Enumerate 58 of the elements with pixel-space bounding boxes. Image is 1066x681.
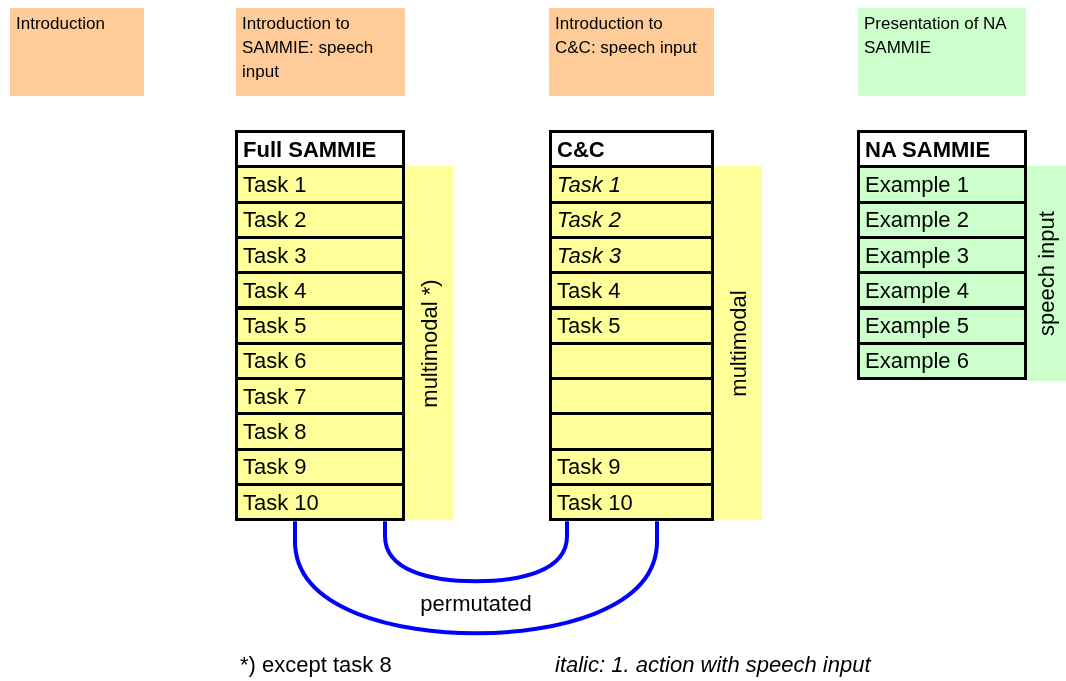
side-band: [714, 166, 762, 520]
intro-box: [549, 8, 714, 96]
cell-text: Task 8: [243, 418, 307, 447]
task-cell: [549, 271, 714, 310]
cell-text: Task 6: [243, 347, 307, 376]
cell-text: Example 3: [865, 241, 969, 270]
note-text: *) except task 8: [240, 652, 392, 678]
example-cell: [857, 306, 1027, 345]
example-cell: [857, 271, 1027, 310]
cell-text: Task 9: [243, 453, 307, 482]
cell-text: Task 5: [243, 312, 307, 341]
cell-text: C&C: [557, 135, 605, 164]
cell-text: Example 5: [865, 312, 969, 341]
task-cell: [235, 306, 405, 345]
note-text: italic: 1. action with speech input: [555, 652, 871, 678]
cell-text: Task 3: [557, 241, 621, 270]
band-label: speech input: [1033, 211, 1060, 336]
cell-text: NA SAMMIE: [865, 135, 991, 164]
intro-text: Presentation of NA SAMMIE: [864, 14, 1006, 57]
cell-text: Task 9: [557, 453, 621, 482]
example-cell: [857, 165, 1027, 204]
band-label: multimodal *): [415, 278, 443, 408]
column-header: [857, 130, 1027, 168]
column-header: [235, 130, 405, 168]
intro-text: Introduction: [16, 14, 105, 33]
column-header: [549, 130, 714, 168]
task-cell: [549, 483, 714, 522]
u-shaped-connector: [293, 519, 659, 636]
cell-text: Task 10: [557, 488, 633, 517]
cell-text: Task 10: [243, 488, 319, 517]
intro-box: [10, 8, 144, 96]
intro-text: Introduction to SAMMIE: speech input: [242, 14, 374, 81]
cell-text: Task 2: [557, 206, 621, 235]
intro-box: [858, 8, 1026, 96]
cell-text: Task 4: [557, 276, 621, 305]
cell-text: Example 1: [865, 170, 969, 199]
cell-text: Task 2: [243, 206, 307, 235]
cell-text: Example 4: [865, 276, 969, 305]
cell-text: Example 6: [865, 347, 969, 376]
task-cell: [235, 271, 405, 310]
empty-cell: [549, 412, 714, 451]
band-label: multimodal: [724, 289, 752, 397]
task-cell: [235, 412, 405, 451]
cell-text: Task 1: [557, 170, 621, 199]
side-band: [1027, 166, 1066, 381]
cell-text: Task 3: [243, 241, 307, 270]
intro-text: Introduction to C&C: speech input: [555, 14, 697, 57]
cell-text: Task 5: [557, 312, 621, 341]
cell-text: Task 4: [243, 276, 307, 305]
cell-text: Task 1: [243, 170, 307, 199]
task-cell: [235, 165, 405, 204]
task-cell: [235, 483, 405, 522]
intro-box: [236, 8, 405, 96]
cell-text: Example 2: [865, 206, 969, 235]
cell-text: Task 7: [243, 382, 307, 411]
cell-text: Full SAMMIE: [243, 135, 377, 164]
task-cell: [549, 165, 714, 204]
side-band: [405, 166, 453, 520]
